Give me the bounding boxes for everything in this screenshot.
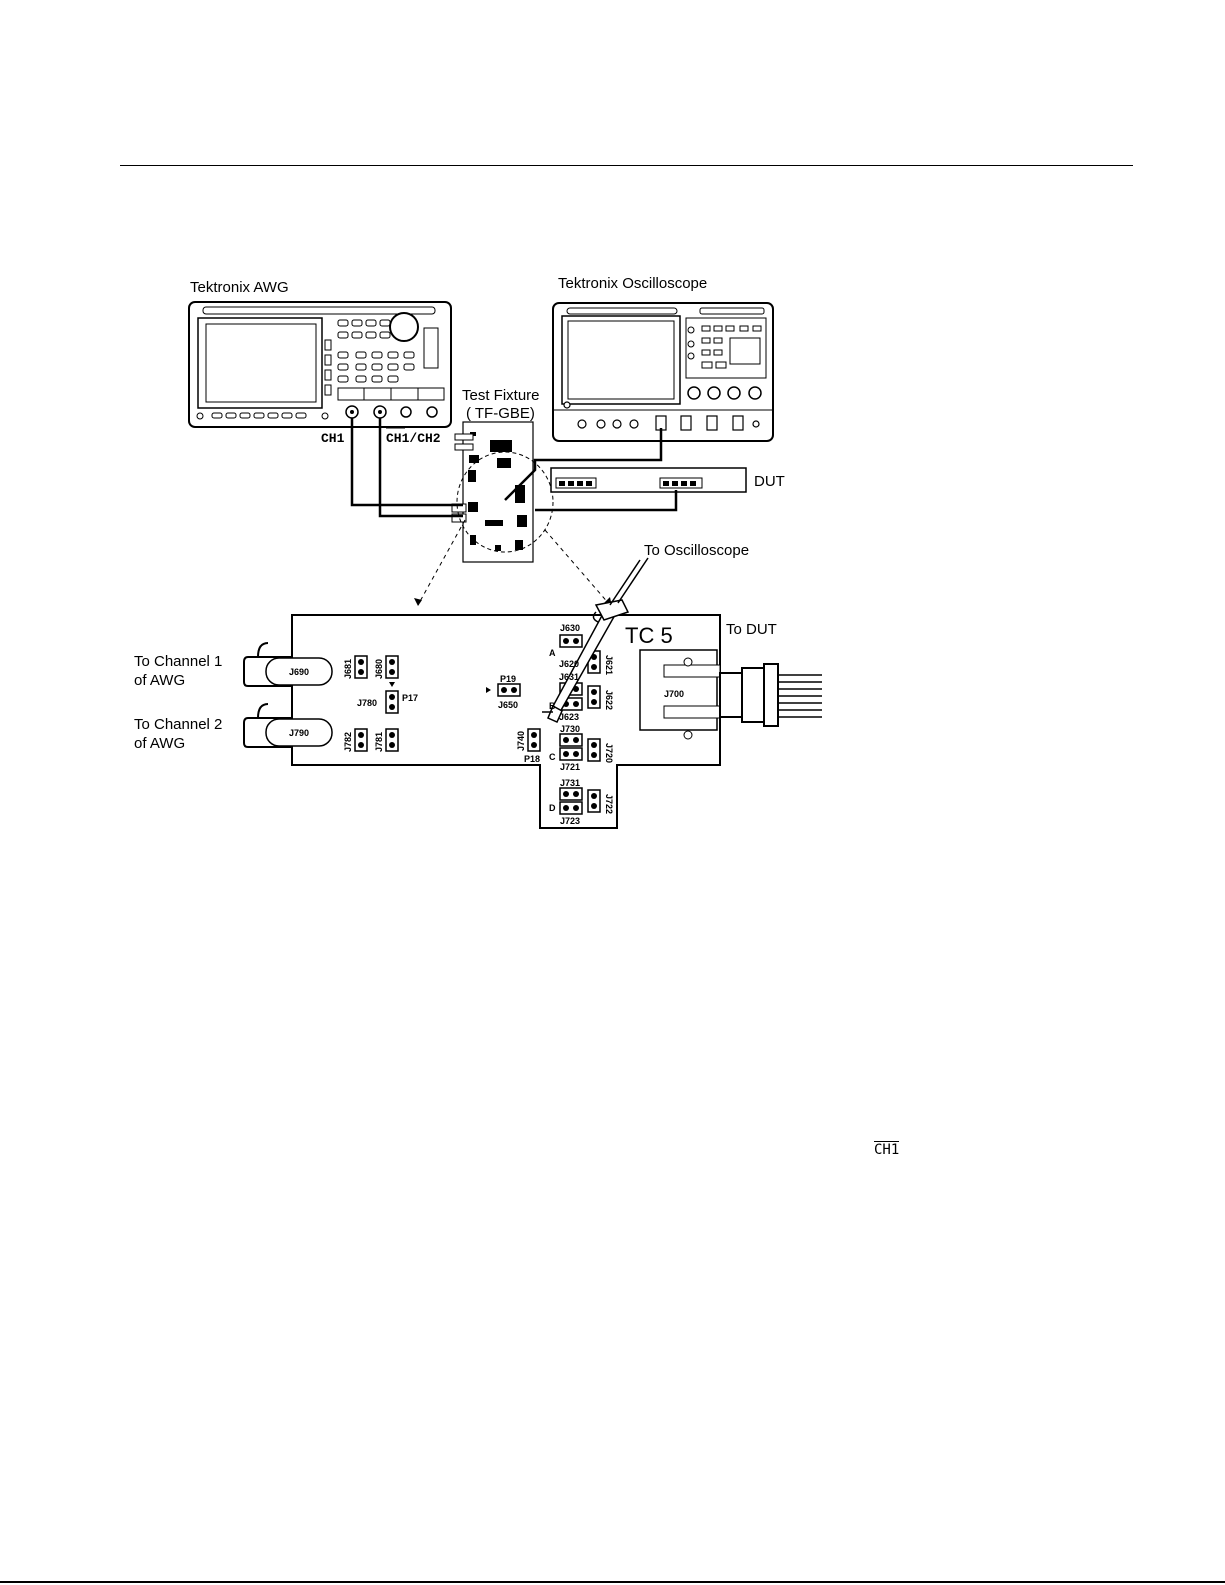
fixture-title-line1: Test Fixture [462, 387, 540, 404]
board-title: TC 5 [625, 623, 673, 648]
jumper-j622: J622 [604, 690, 614, 710]
jumper-j730: J730 [560, 724, 580, 734]
dut-label: DUT [754, 473, 785, 490]
to-channel2-line2: of AWG [134, 735, 185, 752]
awg-ch1-label: CH1 [321, 431, 345, 446]
to-channel1-line1: To Channel 1 [134, 653, 222, 670]
awg-ch1-ch2-label: CH1/CH2 [386, 431, 441, 446]
jumper-j722: J722 [604, 794, 614, 814]
oscilloscope-title: Tektronix Oscilloscope [558, 275, 707, 292]
oscilloscope-instrument [553, 303, 773, 441]
awg-instrument [189, 302, 451, 427]
jumper-j780: J780 [357, 698, 377, 708]
fixture-title-line2: ( TF-GBE) [466, 405, 535, 422]
jumper-j681: J681 [343, 659, 353, 679]
test-point-b: B [549, 701, 556, 711]
to-oscilloscope-label: To Oscilloscope [644, 542, 749, 559]
awg-title: Tektronix AWG [190, 279, 289, 296]
jumper-j720: J720 [604, 743, 614, 763]
connector-j700: J700 [664, 689, 684, 699]
footer-rule [0, 1581, 1225, 1583]
jumper-j630: J630 [560, 623, 580, 633]
dut-box [551, 468, 746, 492]
jumper-j621: J621 [604, 655, 614, 675]
test-point-a: A [549, 648, 556, 658]
jumper-j723: J723 [560, 816, 580, 826]
test-point-d: D [549, 803, 556, 813]
to-channel2-line1: To Channel 2 [134, 716, 222, 733]
test-point-c: C [549, 752, 556, 762]
jumper-j620: J620 [559, 659, 579, 669]
jumper-j650: J650 [498, 700, 518, 710]
jumper-j781: J781 [374, 732, 384, 752]
jumper-j623: J623 [559, 712, 579, 722]
connector-j690: J690 [289, 667, 309, 677]
jumper-j731: J731 [560, 778, 580, 788]
to-dut-label: To DUT [726, 621, 777, 638]
connector-j790: J790 [289, 728, 309, 738]
jumper-p19: P19 [500, 674, 516, 684]
jumper-j782: J782 [343, 732, 353, 752]
jumper-j631: J631 [559, 672, 579, 682]
test-setup-diagram: Tektronix AWG CH1 CH1/CH2 [0, 0, 1225, 900]
to-channel1-line2: of AWG [134, 672, 185, 689]
ch1-overline-text: CH1 [874, 1141, 899, 1158]
jumper-p18: P18 [524, 754, 540, 764]
tc5-detail-board [244, 558, 822, 828]
jumper-p17: P17 [402, 693, 418, 703]
test-fixture-board [452, 422, 533, 562]
jumper-j721: J721 [560, 762, 580, 772]
jumper-j680: J680 [374, 659, 384, 679]
jumper-j740: J740 [516, 731, 526, 751]
